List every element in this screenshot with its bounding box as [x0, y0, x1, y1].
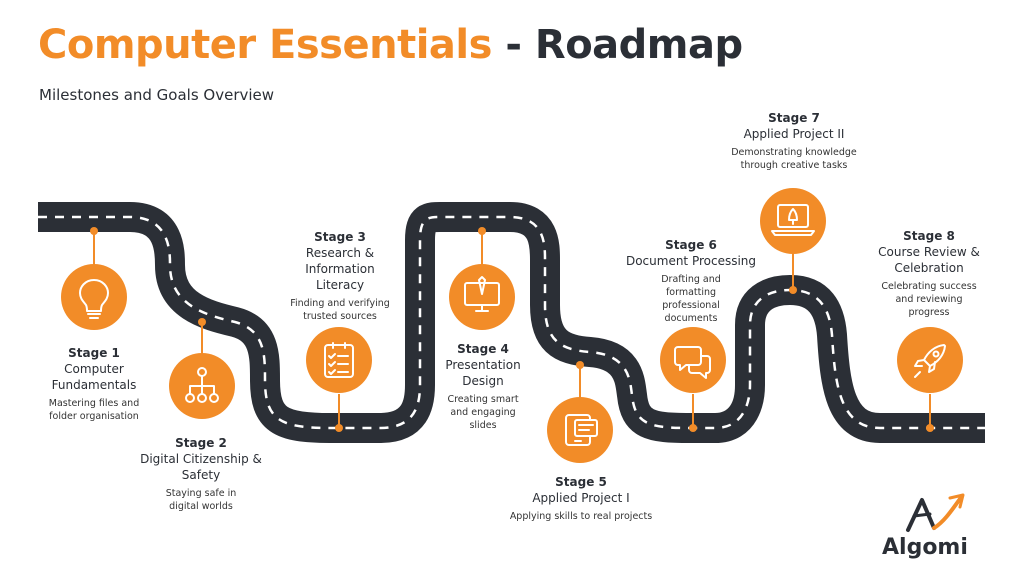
dot-stage-5	[576, 361, 584, 369]
rocket-icon	[914, 344, 946, 378]
stage-description: Demonstrating knowledge through creative…	[731, 147, 857, 171]
stage-name: Research & Information Literacy	[305, 246, 375, 292]
road	[38, 201, 985, 443]
checklist-clipboard-icon	[324, 342, 354, 378]
page-subtitle: Milestones and Goals Overview	[39, 86, 275, 104]
stage-description: Mastering files and folder organisation	[48, 398, 140, 422]
circle-stage-3	[306, 327, 372, 393]
dot-stage-7	[789, 286, 797, 294]
stage-number: Stage 6	[665, 238, 717, 252]
stage-number: Stage 4	[457, 342, 509, 356]
stage-icon-circles	[61, 188, 963, 463]
stage-6-label: Stage 6 Document Processing Drafting and…	[621, 237, 761, 325]
stage-name: Digital Citizenship & Safety	[140, 452, 262, 482]
circle-stage-6	[660, 327, 726, 393]
tablet-document-icon	[565, 414, 598, 446]
road-dots	[90, 227, 934, 432]
title-rest: - Roadmap	[505, 22, 743, 68]
stage-name: Presentation Design	[445, 358, 521, 388]
stage-description: Celebrating success and reviewing progre…	[881, 281, 977, 318]
stage-number: Stage 3	[314, 230, 366, 244]
dot-stage-1	[90, 227, 98, 235]
circle-stage-4	[449, 264, 515, 330]
stage-description: Drafting and formatting professional doc…	[661, 274, 721, 324]
stage-name: Applied Project II	[743, 127, 845, 141]
stage-7-label: Stage 7 Applied Project II Demonstrating…	[719, 110, 869, 172]
road-markings	[38, 215, 985, 430]
circle-stage-8	[897, 327, 963, 393]
stage-description: Applying skills to real projects	[509, 511, 653, 522]
stage-name: Computer Fundamentals	[51, 362, 137, 392]
circle-stage-1	[61, 264, 127, 330]
stage-2-label: Stage 2 Digital Citizenship & Safety Sta…	[131, 435, 271, 513]
stage-description: Finding and verifying trusted sources	[290, 298, 390, 322]
stage-name: Course Review & Celebration	[878, 245, 980, 275]
stage-number: Stage 2	[175, 436, 227, 450]
stage-1-label: Stage 1 Computer Fundamentals Mastering …	[24, 345, 164, 423]
dot-stage-2	[198, 318, 206, 326]
stage-number: Stage 7	[768, 111, 820, 125]
brand-name: Algomi	[882, 535, 968, 560]
stage-3-label: Stage 3 Research & Information Literacy …	[280, 229, 400, 323]
dot-stage-3	[335, 424, 343, 432]
stage-number: Stage 5	[555, 475, 607, 489]
monitor-pen-icon	[464, 276, 500, 312]
page-title: Computer Essentials - Roadmap	[38, 22, 743, 68]
stage-connectors	[93, 231, 931, 428]
dot-stage-4	[478, 227, 486, 235]
stage-number: Stage 1	[68, 346, 120, 360]
stage-5-label: Stage 5 Applied Project I Applying skill…	[496, 474, 666, 523]
stage-description: Staying safe in digital worlds	[165, 488, 237, 512]
algomi-logo-icon	[906, 493, 965, 532]
stage-name: Applied Project I	[532, 491, 630, 505]
stage-description: Creating smart and engaging slides	[447, 394, 519, 431]
title-highlight: Computer Essentials	[38, 22, 492, 68]
lightbulb-icon	[79, 279, 109, 319]
stage-name: Document Processing	[625, 254, 757, 268]
dot-stage-6	[689, 424, 697, 432]
chat-bubbles-icon	[674, 346, 711, 379]
dot-stage-8	[926, 424, 934, 432]
stage-4-label: Stage 4 Presentation Design Creating sma…	[428, 341, 538, 432]
network-hierarchy-icon	[185, 367, 219, 403]
stage-number: Stage 8	[903, 229, 955, 243]
stage-8-label: Stage 8 Course Review & Celebration Cele…	[869, 228, 989, 319]
laptop-rocket-icon	[771, 204, 815, 236]
